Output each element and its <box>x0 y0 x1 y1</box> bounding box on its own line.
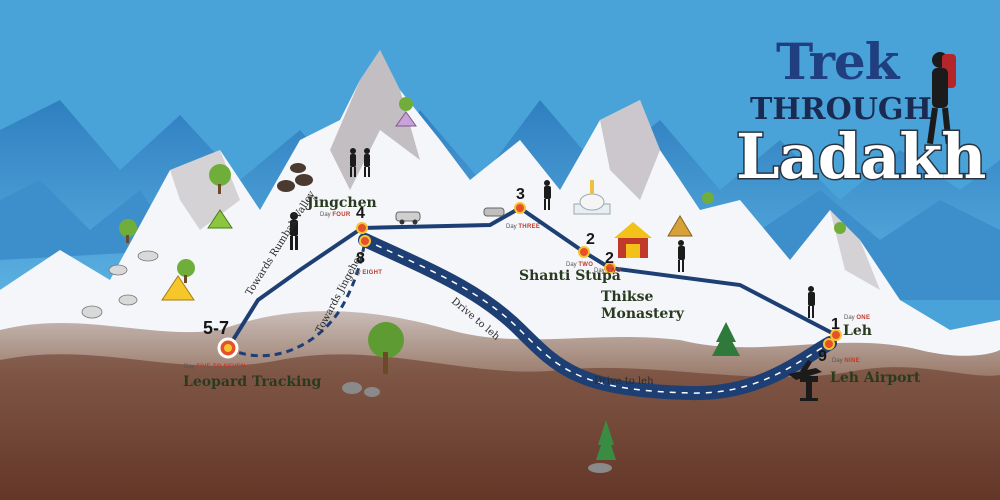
stop-day-leh-airport: Day NINE <box>832 358 860 364</box>
stop-label-leh-airport: Leh Airport <box>830 370 921 386</box>
rocks <box>342 382 612 473</box>
stupa-icon <box>573 180 611 215</box>
title-ladakh: Ladakh <box>734 119 987 195</box>
stop-number-leh-airport: 9 <box>818 348 827 365</box>
stop-markers <box>217 202 842 359</box>
yak-icon <box>277 163 313 192</box>
stop-day-leopard: Day FIVE TO SEVEN <box>184 364 246 370</box>
stop-label-leopard: Leopard Tracking <box>183 374 322 390</box>
stop-label-leh: Leh <box>843 323 872 339</box>
tree-icon <box>119 97 846 460</box>
car-icon <box>395 207 505 225</box>
stop-label-shanti: Shanti Stupa <box>519 268 621 284</box>
stop-day-day-three: Day THREE <box>506 224 541 230</box>
stop-day-day-eight: Day EIGHT <box>350 270 383 276</box>
monastery-icon <box>614 222 652 258</box>
stop-number-leopard: 5-7 <box>203 318 230 338</box>
stop-number-thikse: 2 <box>605 250 614 267</box>
stop-day-leh: Day ONE <box>844 315 871 321</box>
plane-icon <box>788 360 822 380</box>
stop-day-jingchen: Day FOUR <box>320 212 351 218</box>
stop-label-thikse: Thikse Monastery <box>601 289 684 322</box>
route <box>226 205 837 401</box>
title-trek: Trek <box>776 32 899 91</box>
stop-day-thikse: Day TWO <box>594 268 622 274</box>
stop-day-shanti: Day TWO <box>566 262 594 268</box>
tent-icon <box>161 111 693 301</box>
title-through: THROUGH <box>750 92 932 127</box>
control-tower-icon <box>800 376 818 401</box>
stop-number-shanti: 2 <box>586 231 595 248</box>
stop-number-leh: 1 <box>831 316 840 333</box>
stop-label-jingchen: Jingchen <box>307 195 377 211</box>
stop-number-jingchen: 4 <box>356 205 365 222</box>
trekker-icon <box>290 52 956 318</box>
stop-number-day-three: 3 <box>516 186 525 203</box>
snow-leopard-icon <box>81 250 159 319</box>
route-label-drive-to-leh-2: Drive to leh <box>594 376 654 387</box>
stop-number-day-eight: 8 <box>356 250 365 267</box>
